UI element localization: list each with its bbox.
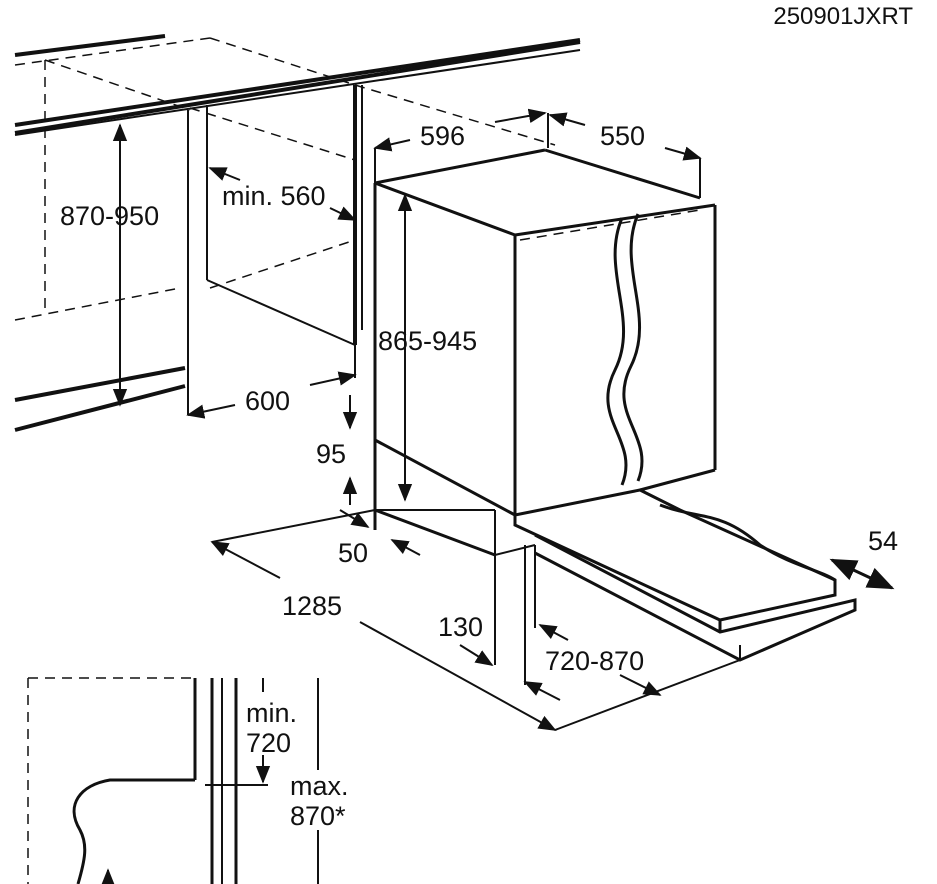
label-depth: 550	[600, 121, 645, 151]
dim-depth	[548, 112, 702, 198]
worktop	[14, 34, 581, 136]
label-plinth-height: 95	[316, 439, 346, 469]
label-door-offset: 130	[438, 612, 483, 642]
label-appliance-height: 865-945	[378, 326, 477, 356]
dim-door-gap	[829, 558, 895, 590]
label-door-open-total: 1285	[282, 591, 342, 621]
label-width: 596	[420, 121, 465, 151]
door-break-symbol	[606, 213, 644, 486]
dim-plinth-offset	[339, 509, 421, 556]
label-detail-max: max.	[290, 771, 349, 801]
detail-inset	[27, 677, 319, 884]
label-unit-height: 870-950	[60, 201, 159, 231]
label-door-height: 720-870	[545, 646, 644, 676]
label-detail-min-value: 720	[246, 728, 291, 758]
dim-niche-depth	[208, 167, 357, 221]
label-niche-width: 600	[245, 386, 290, 416]
dim-door-height	[523, 545, 662, 701]
diagram-code: 250901JXRT	[773, 3, 913, 30]
label-detail-min: min.	[246, 698, 297, 728]
dim-width	[373, 108, 549, 183]
label-door-gap: 54	[868, 526, 898, 556]
label-detail-max-value: 870*	[290, 801, 346, 831]
label-niche-depth: min. 560	[222, 181, 326, 211]
dim-niche-width	[186, 345, 357, 419]
label-plinth-offset: 50	[338, 538, 368, 568]
plinth-left	[14, 366, 186, 432]
open-door	[513, 488, 857, 662]
dim-door-offset	[459, 555, 496, 666]
cabinet-dashed-outline	[14, 37, 556, 321]
